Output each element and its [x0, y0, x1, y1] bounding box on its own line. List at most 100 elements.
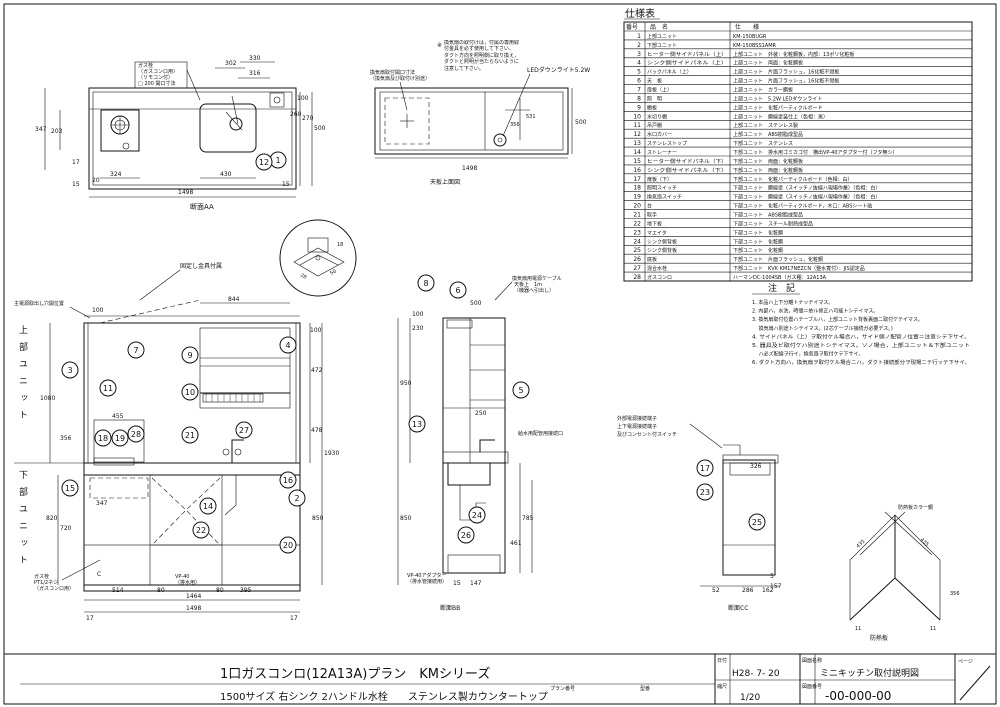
drawing-name-label: 図面名称: [802, 657, 822, 664]
spec-row-name: 棚板: [647, 104, 657, 111]
spec-row-no: 28: [633, 274, 641, 281]
spec-row-name: ヒーター側サイドパネル（下）: [647, 158, 727, 165]
side-section: 950 230 850 785 461 500 250 15 147 100 換…: [397, 275, 563, 612]
top-dim-356: 356: [510, 122, 520, 128]
cc-label-3: 及びコンセント付スイッチ: [617, 431, 677, 438]
spec-row-spec: KM-150BUGR: [733, 34, 767, 40]
spec-row-name: 換気扇スイッチ: [647, 194, 682, 201]
balloon-label: 7: [133, 346, 138, 355]
balloon-20: [279, 536, 297, 554]
spec-row-name: 水口カバー: [647, 131, 672, 138]
balloon-14: [199, 497, 217, 515]
front-dim-17b: 17: [290, 615, 298, 622]
plan-dim-15: 15: [72, 181, 80, 188]
spec-row-no: 17: [633, 176, 641, 183]
side-dim-850: 850: [400, 515, 412, 522]
top-note-1: 換気扇の取付けは，付属の専用取付金具を必ず使用して下さい。: [444, 40, 520, 53]
front-elevation: 1464 1498 514 80 80 395 17 17 844 100 10…: [14, 262, 339, 622]
detail-circle: 50 28 18: [279, 219, 357, 297]
balloon-label: 22: [196, 526, 206, 535]
side-power-label2: 天板上 1m（機器へ引出し）: [514, 281, 554, 294]
title-main-2: 1500サイズ 右シンク 2ハンドル水栓 ステンレス製カウンタートップ: [220, 690, 548, 703]
notes: 注 記 1. 本品ハ上下分離トナッテイマス。2. 内部ハ，水洗，時価ニ依ル修正ハ…: [752, 282, 970, 366]
spec-row-no: 15: [633, 158, 641, 165]
balloon-23: [696, 483, 714, 501]
top-view: 531 356 1498 500 ※ 換気扇の取付けは，付属の専用取付金具を必ず…: [370, 40, 590, 186]
plan-dim-1498: 1498: [178, 189, 193, 196]
spec-row-no: 5: [637, 69, 641, 76]
front-power-label: 主電源取出し穴開位置: [14, 300, 64, 307]
spec-table-title: 仕様表: [625, 7, 655, 20]
spec-row-spec: 下部ユニット 化粧鋼: [733, 238, 783, 245]
spec-row-spec: 上部ユニット カラー鋼板: [733, 87, 793, 94]
side-power-label: 換気扇用電源ケーブル: [512, 275, 562, 282]
spec-row-name: 扉板（上）: [647, 87, 672, 94]
balloon-7: [127, 341, 145, 359]
balloon-24: [468, 506, 486, 524]
plan-dim-500: 500: [314, 125, 326, 132]
side-dim-250: 250: [475, 410, 487, 417]
front-dim-395: 395: [240, 587, 252, 594]
note-item: 1. 本品ハ上下分離トナッテイマス。: [752, 299, 833, 306]
note-item: 4. サイドパネル（上）ヲ取付ケル場合ハ，サイド側ノ配管ノ位置ニ注意シテ下サイ。: [752, 333, 970, 340]
front-dim-455: 455: [112, 413, 124, 420]
front-dim-347: 347: [96, 500, 108, 507]
spec-row-spec: 下部ユニット ステンレス: [733, 140, 793, 147]
detail-dim-11a: 11: [855, 626, 861, 632]
balloon-label: 8: [423, 279, 428, 288]
note-item: ハ必ズ配線ヲ行イ，換気扇ヲ取付ケテ下サイ。: [752, 351, 863, 358]
balloon-11: [99, 379, 117, 397]
spec-row-name: 扉板（下）: [647, 176, 672, 183]
balloon-21: [181, 426, 199, 444]
balloon-label: 20: [283, 541, 293, 550]
balloon-12: [255, 153, 273, 171]
front-dim-1930: 1930: [324, 450, 339, 457]
plan-no-label: プラン番号: [550, 685, 575, 692]
spec-row-name: バックパネル（上）: [647, 69, 692, 76]
type-label: 型番: [640, 685, 650, 692]
balloon-10: [181, 383, 199, 401]
balloon-9: [181, 346, 199, 364]
plan-dim-330: 330: [249, 55, 261, 62]
spec-row-spec: 上部ユニット 外装：化粧鋼板，内部：13ポリ化粧板: [733, 51, 854, 58]
spec-row-no: 10: [633, 113, 641, 120]
front-dim-17: 17: [86, 615, 94, 622]
balloon-4: [279, 336, 297, 354]
front-dim-514: 514: [112, 587, 124, 594]
cc-dim-5: 5: [770, 573, 774, 580]
spec-row-spec: 下部ユニット 化粧鋼: [733, 229, 783, 236]
spec-row-no: 12: [633, 131, 641, 138]
title-main-1: 1口ガスコンロ(12A13A)プラン KMシリーズ: [220, 666, 490, 682]
spec-row-spec: 下部ユニット 両面：化粧鋼板: [733, 167, 803, 174]
spec-row-spec: 上部ユニット 片面フラッシュ，16化粧不燃板: [733, 78, 839, 85]
front-dim-80: 80: [157, 587, 165, 594]
spec-row-spec: 下部ユニット 片面フラッシュ，化粧鋼: [733, 256, 823, 263]
top-dim-500: 500: [575, 119, 587, 126]
spec-row-name: マエイタ: [647, 229, 667, 236]
spec-row-name: シンク側サイドパネル（下）: [647, 167, 727, 174]
spec-row-spec: 下部ユニット 鋼線塗（スイッチノ抜線ハ現場作業）（色相：白）: [733, 194, 880, 201]
spec-row-name: 天 板: [647, 78, 662, 85]
cc-dim-326: 326: [750, 463, 762, 470]
top-dim-1498: 1498: [462, 165, 477, 172]
spec-row-name: ストレーナー: [647, 150, 677, 156]
svg-text:18: 18: [337, 242, 343, 248]
front-dim-472: 472: [311, 367, 323, 374]
front-dim-100b: 100: [310, 327, 322, 334]
balloon-label: 23: [700, 488, 710, 497]
spec-row-name: 照明スイッチ: [647, 186, 677, 192]
spec-row-name: シンク側背板: [647, 238, 677, 245]
spec-row-name: 水切り棚: [647, 113, 667, 120]
plan-dim-430: 430: [220, 171, 232, 178]
cc-label-2: 上下電源接続端子: [617, 423, 657, 430]
front-drain-label: VP-40（排水用）: [175, 574, 200, 586]
front-dim-1464: 1464: [186, 593, 201, 600]
spec-row-no: 14: [633, 149, 641, 156]
spec-row-name: 台: [647, 203, 652, 210]
balloon-26: [457, 526, 475, 544]
section-cc: 52 286 162 5 157 326 外部電源接続端子 上下電源接続端子 及…: [617, 415, 782, 612]
scale-value: 1/20: [740, 693, 760, 703]
svg-text:C: C: [97, 571, 101, 578]
spec-row-name: 地下板: [647, 220, 662, 227]
